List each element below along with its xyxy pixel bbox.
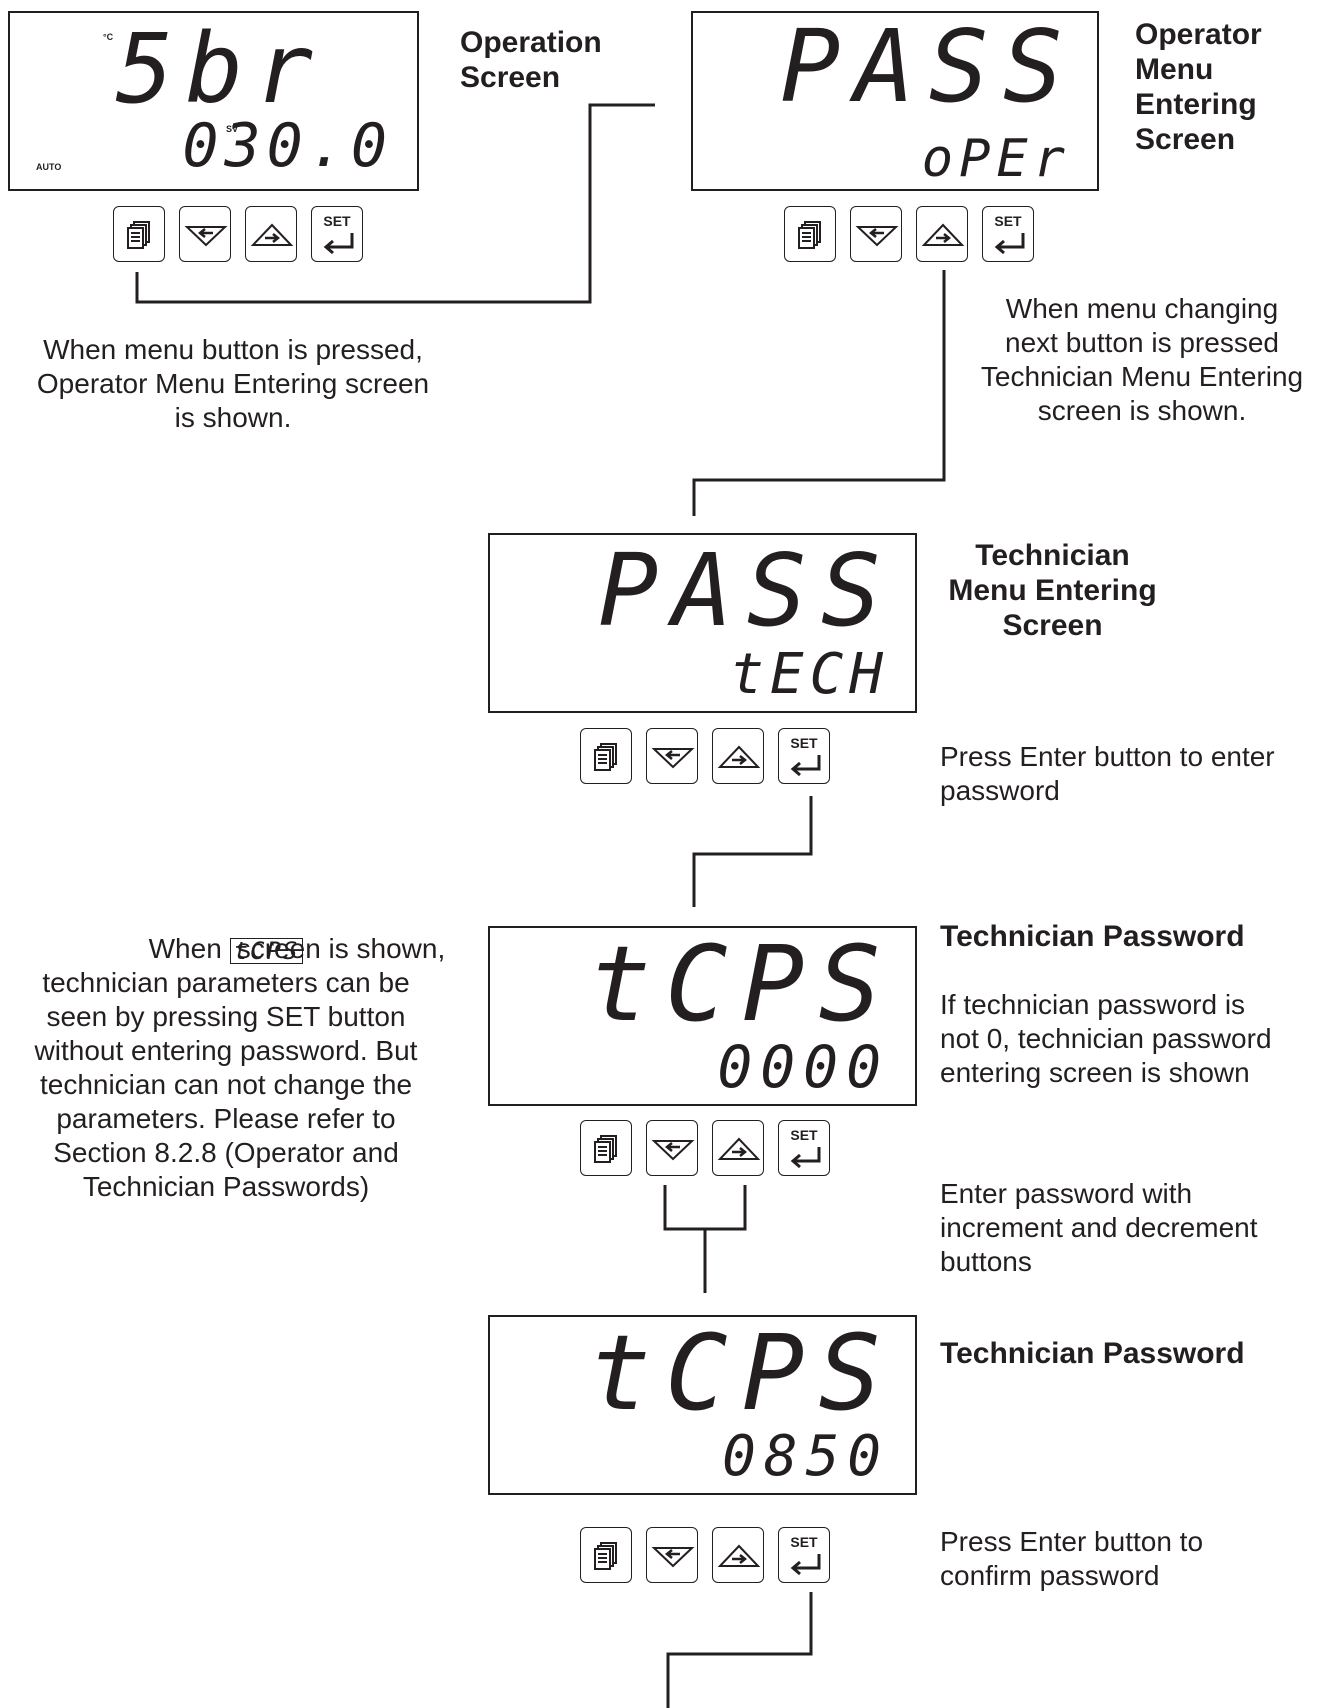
decrement-icon [184, 226, 228, 247]
technician-entry-label: Technician Menu Entering Screen [948, 539, 1157, 642]
inline-tcps-display: tCPS [229, 937, 304, 964]
decrement-button[interactable] [646, 1527, 698, 1583]
enter-icon [323, 233, 354, 255]
increment-icon [921, 223, 965, 246]
set-button-label: SET [790, 1127, 818, 1143]
increment-button[interactable] [712, 1527, 764, 1583]
connector-technician-to-password [692, 796, 813, 907]
tcps-note-prefix: When [148, 933, 222, 964]
technician-password-label: Technician Password [940, 920, 1245, 953]
menu-icon [594, 1542, 617, 1570]
technician-password-display: tCPS 0000 [488, 926, 917, 1106]
technician-password-entered-display: tCPS 0850 [488, 1315, 917, 1495]
tcps-view-note: When tCPS screen is shown, technician pa… [0, 932, 452, 1204]
increment-icon [717, 1544, 761, 1567]
unit-indicator: °C [103, 32, 114, 42]
display-top-value: 5br [115, 13, 325, 125]
tcps-note-body: screen is shown, technician parameters c… [34, 933, 446, 1202]
next-pressed-note: When menu changing next button is presse… [980, 293, 1304, 426]
set-enter-button[interactable]: SET [778, 728, 830, 784]
button-row: SET [580, 1120, 838, 1176]
display-top-value: PASS [780, 8, 1077, 125]
button-row: SET [113, 206, 371, 262]
set-enter-button[interactable]: SET [778, 1120, 830, 1176]
enter-icon [994, 233, 1025, 255]
set-enter-button[interactable]: SET [982, 206, 1034, 262]
increment-button[interactable] [245, 206, 297, 262]
decrement-icon [651, 748, 695, 769]
menu-button[interactable] [113, 206, 165, 262]
display-top-value: tCPS [588, 923, 895, 1045]
set-enter-button[interactable]: SET [311, 206, 363, 262]
display-top-value: tCPS [588, 1312, 895, 1434]
enter-icon [790, 1147, 821, 1169]
enter-icon [790, 755, 821, 777]
password-not-zero-note: If technician password is not 0, technic… [940, 989, 1272, 1088]
menu-icon [594, 743, 617, 771]
tcps-note-first-line: When tCPS [0, 932, 452, 966]
decrement-icon [855, 226, 899, 247]
menu-button[interactable] [580, 1527, 632, 1583]
decrement-button[interactable] [179, 206, 231, 262]
menu-pressed-note: When menu button is pressed, Operator Me… [36, 334, 430, 433]
menu-icon [594, 1135, 617, 1163]
increment-icon [250, 223, 294, 246]
connector-continue [666, 1592, 813, 1708]
decrement-button[interactable] [646, 1120, 698, 1176]
set-enter-button[interactable]: SET [778, 1527, 830, 1583]
press-enter-note: Press Enter button to enter password [940, 741, 1275, 806]
sv-indicator: SV [226, 124, 239, 134]
menu-icon [798, 221, 821, 249]
technician-password-entered-label: Technician Password [940, 1337, 1245, 1370]
set-button-label: SET [323, 213, 351, 229]
enter-icon [790, 1554, 821, 1576]
connector-incdec-bracket [663, 1185, 747, 1231]
increment-button[interactable] [712, 728, 764, 784]
connector-operation-to-operator [135, 103, 655, 304]
menu-button[interactable] [580, 728, 632, 784]
increment-button[interactable] [916, 206, 968, 262]
connector-operator-to-technician [692, 270, 946, 516]
operator-entry-display: PASS oPEr [691, 11, 1099, 191]
decrement-button[interactable] [850, 206, 902, 262]
decrement-button[interactable] [646, 728, 698, 784]
mode-indicator: AUTO [36, 162, 62, 172]
technician-entry-display: PASS tECH [488, 533, 917, 713]
display-bottom-value: oPEr [921, 129, 1071, 189]
button-row: SET [580, 728, 838, 784]
increment-decrement-note: Enter password with increment and decrem… [940, 1178, 1258, 1277]
increment-button[interactable] [712, 1120, 764, 1176]
button-row: SET [784, 206, 1042, 262]
menu-button[interactable] [784, 206, 836, 262]
operation-screen-label: Operation Screen [460, 26, 602, 94]
decrement-icon [651, 1140, 695, 1161]
display-bottom-value: 0850 [722, 1424, 889, 1489]
increment-icon [717, 745, 761, 768]
menu-button[interactable] [580, 1120, 632, 1176]
decrement-icon [651, 1547, 695, 1568]
display-bottom-value: 030.0 [182, 111, 393, 181]
press-enter-confirm-note: Press Enter button to confirm password [940, 1526, 1204, 1591]
set-button-label: SET [994, 213, 1022, 229]
display-bottom-value: tECH [730, 642, 889, 707]
increment-icon [717, 1137, 761, 1160]
operation-screen-display: °C SV AUTO 5br 030.0 [8, 11, 419, 191]
menu-icon [127, 221, 150, 249]
operator-entry-label: Operator Menu Entering Screen [1135, 18, 1262, 156]
set-button-label: SET [790, 1534, 818, 1550]
button-row: SET [580, 1527, 838, 1583]
display-bottom-value: 0000 [717, 1033, 889, 1101]
set-button-label: SET [790, 735, 818, 751]
display-top-value: PASS [598, 532, 895, 649]
